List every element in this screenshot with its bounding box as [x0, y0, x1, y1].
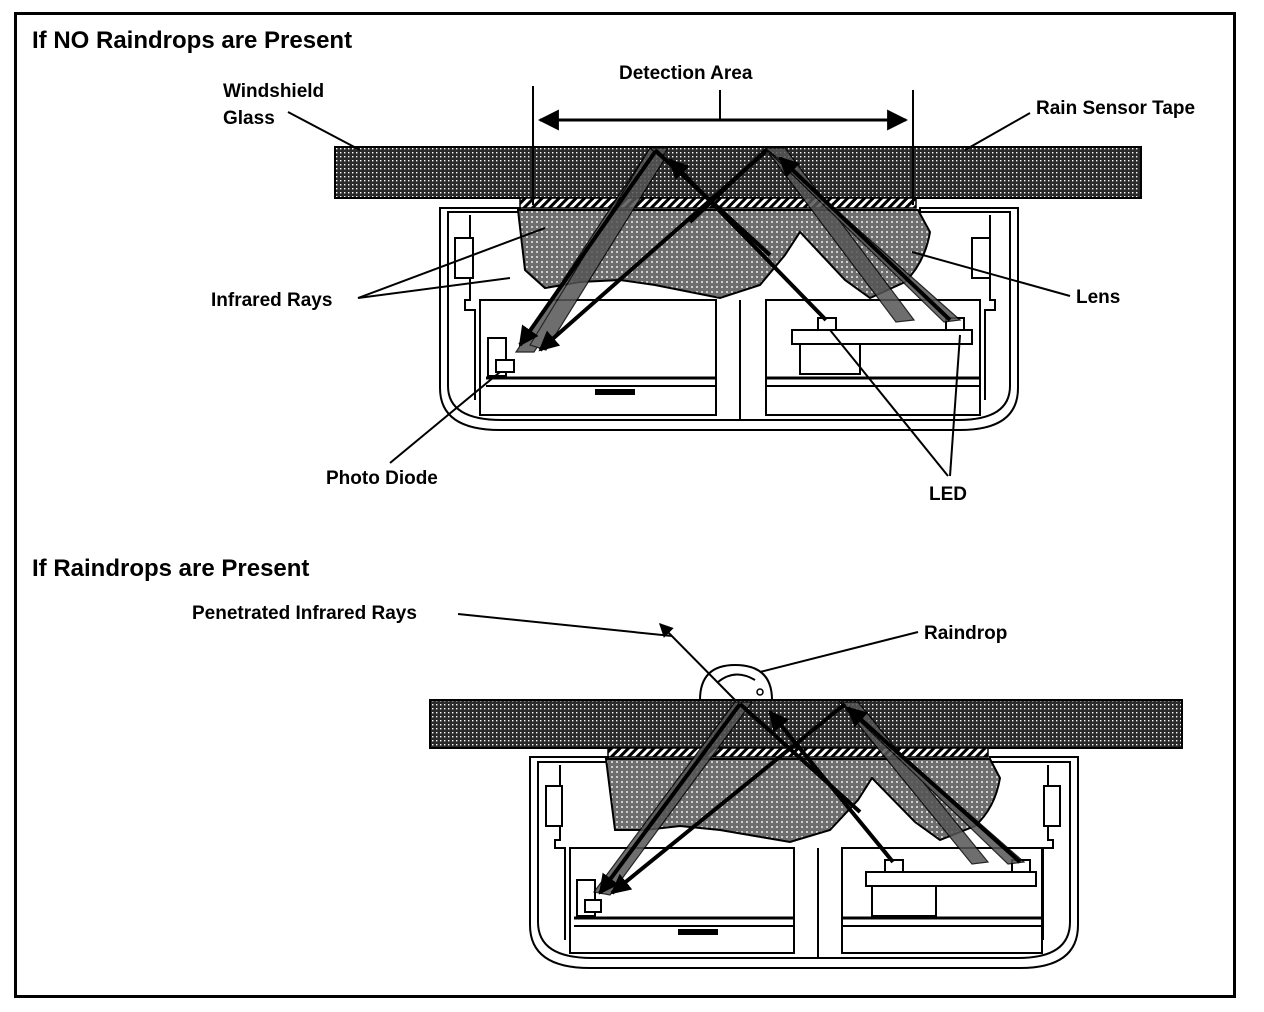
led-left-bottom [884, 859, 904, 873]
raindrop [698, 663, 774, 701]
windshield-label-line1: Windshield [223, 81, 325, 102]
lens-label: Lens [1076, 287, 1121, 308]
top-sensor-diagram [287, 86, 1142, 477]
detection-area-label: Detection Area [619, 63, 753, 84]
detection-area-dimension [532, 86, 914, 205]
sensor-housing-bottom [529, 756, 1079, 969]
windshield-label-line2: Glass [223, 108, 275, 129]
photo-diode [495, 359, 515, 373]
photo-diode-label: Photo Diode [326, 468, 438, 489]
bottom-diagram-title: If Raindrops are Present [32, 555, 310, 582]
raindrop-label: Raindrop [924, 623, 1008, 644]
infrared-rays-label: Infrared Rays [211, 290, 333, 311]
windshield-glass-bottom [429, 699, 1183, 749]
led-label: LED [929, 484, 967, 505]
top-diagram-title: If NO Raindrops are Present [32, 27, 353, 54]
rain-sensor-tape-label: Rain Sensor Tape [1036, 98, 1196, 119]
windshield-glass [334, 146, 1142, 199]
photo-diode-bottom [584, 899, 602, 913]
penetrated-infrared-rays-label: Penetrated Infrared Rays [192, 603, 417, 624]
photo-diode-compartment [479, 299, 717, 416]
led-left [817, 317, 837, 331]
bottom-sensor-diagram [429, 613, 1183, 969]
photo-diode-compartment-bottom [569, 847, 795, 954]
